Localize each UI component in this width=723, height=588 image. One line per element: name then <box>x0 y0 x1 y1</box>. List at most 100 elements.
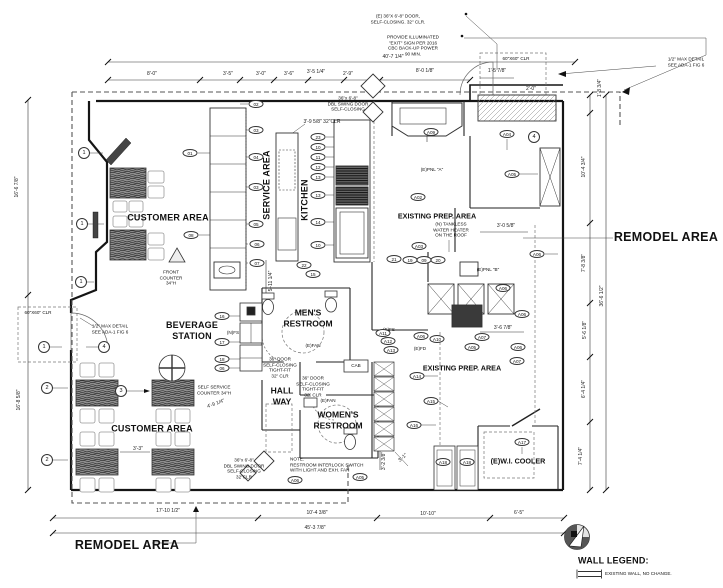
keynote-A06: A06 <box>529 250 545 258</box>
ada-detail-note-left: 1/2" MAX DETAIL SEE ADA-1 FIG 6 <box>91 323 129 334</box>
keynote-A09: A09 <box>423 128 439 136</box>
keynote-A07: A07 <box>509 357 525 365</box>
beverage-station-label: BEVERAGE STATION <box>165 319 219 341</box>
dim-top-7: 8'-0 1/8" <box>415 67 435 74</box>
keynote-09: 09 <box>416 256 432 264</box>
service-counter <box>209 107 247 291</box>
wall-tag-4: 4 <box>528 131 540 143</box>
keynote-A06: A06 <box>514 310 530 318</box>
dim-right-f: 7'-4 1/4" <box>577 446 584 466</box>
dim-right-e: 6'-4 1/4" <box>580 379 587 399</box>
restroom-fixtures <box>261 290 369 450</box>
dim-top-1: 8'-0" <box>147 70 157 77</box>
existing-prep-area-label-bottom: EXISTING PREP. AREA <box>422 363 502 373</box>
cab-note: CAB <box>351 363 361 369</box>
keynote-08: 08 <box>183 231 199 239</box>
keynote-06: 06 <box>214 364 230 372</box>
customer-area-label-top: CUSTOMER AREA <box>127 212 209 223</box>
wall-tag-1: 1 <box>76 218 88 230</box>
keynote-12: 12 <box>310 163 326 171</box>
keynote-10: 10 <box>310 241 326 249</box>
keynote-A05: A05 <box>352 473 368 481</box>
keynote-13: 13 <box>310 191 326 199</box>
dim-top-overall: 40'-7 1/4" <box>382 53 404 60</box>
warning-triangle-icon <box>168 247 186 263</box>
keynote-A07: A07 <box>474 333 490 341</box>
panel-a-note: (E)PNL "A" <box>420 167 444 173</box>
wall-tag-2: 2 <box>41 454 53 466</box>
dim-bottom-4: 6'-5" <box>514 509 524 516</box>
wall-tag-1: 1 <box>78 147 90 159</box>
keynote-A18: A18 <box>435 458 451 466</box>
keynote-21: 21 <box>386 255 402 263</box>
keynote-A06: A06 <box>510 343 526 351</box>
exit-sign-note: PROVIDE ILLUMINATED "EXIT" SIGN PER 2016… <box>387 34 439 57</box>
dim-left-top: 16'-6 7/8" <box>13 176 20 198</box>
keynote-01: 01 <box>182 149 198 157</box>
keynote-02: 02 <box>248 100 264 108</box>
dim-top-5: 3'-5 1/4" <box>306 68 326 75</box>
front-counter-note: FRONT COUNTER 34"H <box>159 269 183 286</box>
keynote-A12: A12 <box>380 337 396 345</box>
customer-area-label-bottom: CUSTOMER AREA <box>111 423 193 434</box>
dim-bottom-3: 10'-10" <box>420 510 436 517</box>
floor-sink-note: (N)FS <box>226 330 240 336</box>
wall-legend-symbol <box>576 569 602 579</box>
keynote-A02: A02 <box>410 193 426 201</box>
keynote-11: 11 <box>310 153 326 161</box>
dim-right-b: 10'-4 3/4" <box>580 156 587 178</box>
keynote-A16: A16 <box>406 421 422 429</box>
leader-arrowheads <box>144 12 630 512</box>
keynote-A04: A04 <box>499 130 515 138</box>
dim-prep-a: 3'-0 5/8" <box>496 222 516 229</box>
exhaust-fan-note-womens: (E)FAN <box>320 398 336 404</box>
dim-right-a: 1'-8 3/4" <box>596 78 603 98</box>
clr-60x60-note-top: 60"X60" CLR <box>502 56 530 62</box>
wall-legend-existing-wall: EXISTING WALL, NO CHANGE. <box>605 571 672 577</box>
wall-tag-1: 1 <box>38 341 50 353</box>
clr-60x60-note-left: 60"X60" CLR <box>24 310 52 316</box>
dimension-lines <box>27 61 607 534</box>
dim-bottom-overall: 45'-3 7/8" <box>304 524 326 531</box>
wall-legend-title: WALL LEGEND: <box>578 555 649 566</box>
keynote-A05: A05 <box>504 170 520 178</box>
pass-sink <box>391 102 463 142</box>
remodel-area-label-right: REMODEL AREA <box>613 230 719 245</box>
wall-tag-1: 1 <box>75 276 87 288</box>
wall-tag-4: 4 <box>98 341 110 353</box>
keynote-A15: A15 <box>423 397 439 405</box>
keynote-18: 18 <box>214 355 230 363</box>
new-wall-hatch <box>92 137 132 239</box>
leader-lines <box>49 15 707 544</box>
exhaust-fan-note-mens: (E)FAN <box>305 343 321 349</box>
tankless-water-heater-note: (N) TANKLESS WATER HEATER ON THE ROOF <box>433 221 469 238</box>
dim-top-2: 3'-5" <box>223 70 233 77</box>
wall-tag-3: 3 <box>115 385 127 397</box>
keynote-17: 17 <box>214 338 230 346</box>
dim-tables: 3'-3" <box>133 445 143 452</box>
keynote-16: 16 <box>214 312 230 320</box>
keynote-15: 15 <box>305 270 321 278</box>
restroom-interlock-note: NOTE: RESTROOM INTERLOCK SWITCH WITH LIG… <box>290 456 364 473</box>
keynote-A11: A11 <box>375 329 391 337</box>
panel-b-note: (E)PNL "B" <box>476 267 500 273</box>
keynote-22: 22 <box>296 261 312 269</box>
dim-right-overall: 36'-6 1/2" <box>598 285 605 307</box>
storage-shelves <box>373 361 395 452</box>
dim-bottom-2: 10'-4 3/8" <box>306 509 328 516</box>
keynote-03: 03 <box>248 183 264 191</box>
keynote-10: 10 <box>310 143 326 151</box>
hallway-label: HALL WAY <box>270 385 294 406</box>
keynote-A17: A17 <box>514 438 530 446</box>
keynote-A10: A10 <box>429 335 445 343</box>
dbl-swing-door-note-kitchen: 36"x 6'-8" DBL SWING DOOR SELF-CLOSING <box>327 95 369 112</box>
keynote-A13: A13 <box>383 346 399 354</box>
mens-restroom-label: MEN'S RESTROOM <box>283 307 333 328</box>
dim-1-5-78: 1'-5 7/8" <box>487 67 507 74</box>
keynote-06: 06 <box>249 240 265 248</box>
womens-restroom-label: WOMEN'S RESTROOM <box>313 409 363 430</box>
self-service-counter-note: SELF SERVICE COUNTER 34"H <box>196 384 232 395</box>
dim-right-d: 5'-6 1/8" <box>581 320 588 340</box>
